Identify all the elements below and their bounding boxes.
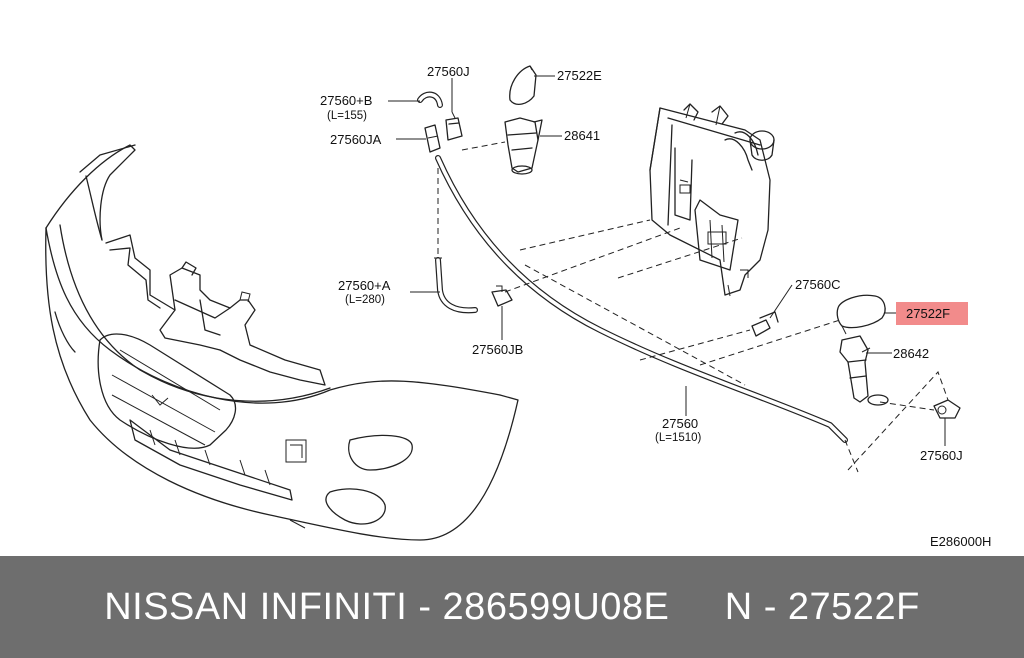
callout-27560b[interactable]: 27560+B xyxy=(320,93,372,108)
cap-27522e xyxy=(509,65,537,106)
callout-27560j-bottom[interactable]: 27560J xyxy=(920,448,963,463)
callout-27560[interactable]: 27560 xyxy=(662,416,698,431)
callout-27560c[interactable]: 27560C xyxy=(795,277,841,292)
joint-27560jb xyxy=(491,285,513,307)
main-washer-hose xyxy=(435,155,848,443)
nozzle-28642 xyxy=(839,335,889,406)
assembly-dash-lines xyxy=(437,141,949,473)
callout-27560a[interactable]: 27560+A xyxy=(338,278,391,293)
callout-27560ja[interactable]: 27560JA xyxy=(330,132,382,147)
cap-27522f xyxy=(836,294,886,335)
joint-27560j-top xyxy=(445,111,463,141)
hose-27560a xyxy=(434,257,478,314)
footer-part-numbers: NISSAN INFINITI - 286599U08E N - 27522F xyxy=(104,585,920,628)
footer-bar: NISSAN INFINITI - 286599U08E N - 27522F xyxy=(0,556,1024,658)
callout-27522e[interactable]: 27522E xyxy=(557,68,602,83)
leader-lines xyxy=(388,75,946,446)
front-bumper-drawing xyxy=(45,144,519,541)
callout-28642[interactable]: 28642 xyxy=(893,346,929,361)
callout-27560b-length: (L=155) xyxy=(327,110,367,122)
joint-27560ja xyxy=(424,124,441,153)
parts-diagram: 27560J 27522E 27560+B (L=155) 27560JA 28… xyxy=(45,64,991,549)
clip-27560c xyxy=(751,311,779,337)
callout-27560j-top[interactable]: 27560J xyxy=(427,64,470,79)
callout-27560a-length: (L=280) xyxy=(345,294,385,306)
callout-27560-length: (L=1510) xyxy=(655,432,702,444)
washer-tank-drawing xyxy=(649,103,775,297)
highlight-box-27522f xyxy=(896,302,968,325)
hose-27560b xyxy=(417,91,443,108)
callout-27560jb[interactable]: 27560JB xyxy=(472,342,523,357)
callout-28641[interactable]: 28641 xyxy=(564,128,600,143)
joint-27560j-bottom xyxy=(933,399,961,419)
diagram-code: E286000H xyxy=(930,534,991,549)
nozzle-28641 xyxy=(504,117,543,175)
callout-27522f[interactable]: 27522F xyxy=(906,306,950,321)
